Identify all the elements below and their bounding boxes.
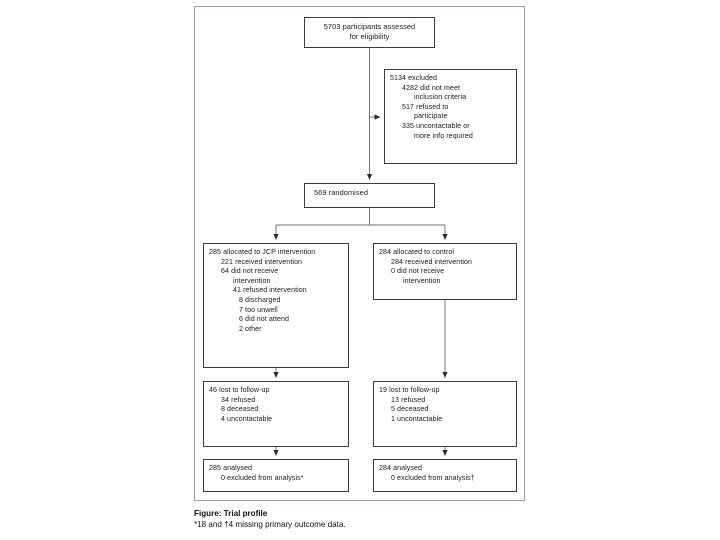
node-lost-to-followup-control: 19 lost to follow-up 13 refused 5 deceas… — [373, 381, 517, 447]
node-participants-assessed: 5703 participants assessed for eligibili… — [304, 17, 435, 48]
node-line: 517 refused to — [402, 102, 449, 111]
node-line: 285 allocated to JCP intervention — [209, 248, 316, 256]
node-line: 221 received intervention — [221, 257, 303, 266]
node-line: 19 lost to follow-up — [379, 386, 440, 394]
node-line: 1 uncontactable — [391, 414, 443, 423]
node-line: 285 analysed — [209, 464, 253, 472]
figure-frame: 5703 participants assessed for eligibili… — [194, 6, 525, 501]
node-line: 8 deceased — [221, 405, 259, 414]
node-line: 0 did not receive — [391, 267, 445, 276]
node-line: 64 did not receive — [221, 267, 279, 276]
node-allocated-intervention: 285 allocated to JCP intervention 221 re… — [203, 243, 349, 368]
node-line: 7 too unwell — [239, 305, 278, 314]
node-line: 6 did not attend — [239, 315, 290, 324]
node-line: more info required — [414, 131, 473, 140]
node-line: for eligibility — [349, 31, 390, 41]
node-excluded: 5134 excluded 4282 did not meet inclusio… — [384, 69, 517, 164]
node-line: 8 discharged — [239, 295, 281, 304]
node-line: 4 uncontactable — [221, 414, 273, 423]
node-line: 4282 did not meet — [402, 83, 460, 92]
flowchart-canvas: 5703 participants assessed for eligibili… — [195, 7, 526, 502]
node-line: 41 refused intervention — [233, 286, 307, 295]
node-line: 284 received intervention — [391, 257, 473, 266]
node-line: intervention — [233, 276, 271, 285]
node-randomised: 569 randomised — [304, 183, 435, 208]
node-line: participate — [414, 112, 448, 121]
node-line: 2 other — [239, 324, 262, 333]
node-line: 5 deceased — [391, 405, 429, 414]
node-line: 5703 participants assessed — [323, 22, 416, 31]
node-line: 5134 excluded — [390, 74, 438, 82]
figure-caption: Figure: Trial profile *18 and †4 missing… — [194, 508, 534, 530]
node-allocated-control: 284 allocated to control 284 received in… — [373, 243, 517, 300]
figure-caption-footnote: *18 and †4 missing primary outcome data. — [194, 520, 346, 529]
node-line: intervention — [403, 276, 441, 285]
node-line: 0 excluded from analysis* — [221, 473, 304, 482]
node-line: 335 uncontactable or — [402, 121, 470, 130]
node-line: 569 randomised — [314, 188, 369, 197]
node-line: 13 refused — [391, 395, 426, 404]
node-line: 0 excluded from analysis† — [391, 473, 475, 482]
node-lost-to-followup-intervention: 46 lost to follow-up 34 refused 8 deceas… — [203, 381, 349, 447]
node-analysed-intervention: 285 analysed 0 excluded from analysis* — [203, 459, 349, 492]
figure-caption-title: Figure: Trial profile — [194, 509, 268, 518]
node-line: inclusion criteria — [414, 93, 467, 102]
node-line: 284 analysed — [379, 464, 423, 472]
node-line: 284 allocated to control — [379, 248, 455, 256]
node-analysed-control: 284 analysed 0 excluded from analysis† — [373, 459, 517, 492]
node-line: 34 refused — [221, 395, 256, 404]
node-line: 46 lost to follow-up — [209, 386, 270, 394]
